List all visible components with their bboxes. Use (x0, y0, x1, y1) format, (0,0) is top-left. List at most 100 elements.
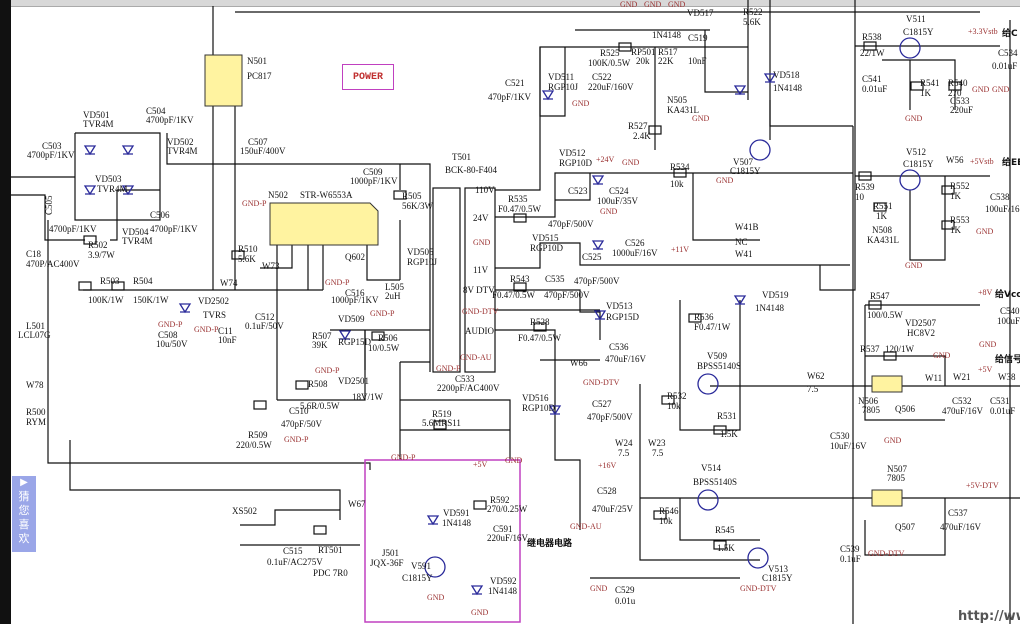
label-110v: 110V (475, 185, 495, 195)
label-5v: +5V (978, 365, 993, 374)
label-ka431l: KA431L (667, 105, 699, 115)
wire (260, 245, 293, 269)
label-v507: V507 (733, 157, 753, 167)
wire (679, 300, 741, 431)
label-n505: N505 (667, 95, 687, 105)
label-r505: R505 (402, 191, 422, 201)
label-11v: 11V (473, 265, 489, 275)
diode-symbol (470, 585, 484, 596)
label-1n4148: 1N4148 (755, 303, 784, 313)
label-v512: V512 (906, 147, 926, 157)
label-r503: R503 (100, 276, 120, 286)
label-11v: +11V (671, 245, 689, 254)
label-7805: 7805 (862, 405, 881, 415)
wire (555, 173, 591, 201)
label-470pf-50v: 470pF/50V (281, 419, 323, 429)
wire (366, 245, 400, 281)
label-20k: 20k (636, 56, 650, 66)
wire (495, 46, 748, 191)
label-1-5k: 1.5K (720, 429, 738, 439)
label-r539: R539 (855, 182, 875, 192)
regulator-n507 (871, 489, 903, 507)
label-5v-dtv: +5V-DTV (966, 481, 999, 490)
label-10u-50v: 10u/50V (156, 339, 188, 349)
label-c505: C505 (44, 195, 54, 215)
label-470pf-500v: 470pF/500V (544, 290, 590, 300)
label-1k: 1K (920, 88, 932, 98)
wire (769, 0, 853, 127)
recommend-widget[interactable]: ▶ 猜您喜欢 (12, 476, 36, 552)
label-5-6k: 5.6K (743, 17, 761, 27)
label-10-0-5w: 10/0.5W (368, 343, 400, 353)
ic-n502 (269, 202, 379, 246)
label-220uf-160v: 220uF/160V (588, 82, 634, 92)
wire (639, 384, 760, 561)
label-vd518: VD518 (773, 70, 800, 80)
label-270: 270 (948, 88, 962, 98)
resistor-symbol (533, 322, 547, 332)
label-1000uf-16v: 1000uF/16V (612, 248, 658, 258)
label-150k-1w: 150K/1W (133, 295, 169, 305)
resistor-symbol (713, 425, 727, 435)
resistor-symbol (513, 213, 527, 223)
label-22-1w: 22/1W (860, 48, 885, 58)
resistor-symbol (513, 282, 527, 292)
label-gnd-p: GND-P (325, 278, 350, 287)
label-1k: 1K (950, 191, 962, 201)
label-2uh: 2uH (385, 291, 401, 301)
wire (240, 509, 340, 526)
label-4700pf-1kv: 4700pF/1KV (150, 224, 198, 234)
label-f0-47-1w: F0.47/1W (694, 322, 731, 332)
label-c534: C534 (998, 48, 1018, 58)
label-1n4148: 1N4148 (488, 586, 517, 596)
label-n507: N507 (887, 464, 907, 474)
label-r506: R506 (378, 333, 398, 343)
label-n508: N508 (872, 225, 892, 235)
label-gnd: GND (644, 0, 662, 9)
label-24v: 24V (473, 213, 489, 223)
label-c1815y: C1815Y (730, 166, 761, 176)
label-gnd-au: GND-AU (460, 353, 492, 362)
label-r509: R509 (248, 430, 268, 440)
label-lcl07g: LCL07G (18, 330, 51, 340)
label-l501: L501 (26, 321, 45, 331)
label-r537: R537 (860, 344, 880, 354)
wire (679, 498, 760, 541)
wire (864, 305, 945, 421)
label-rgp15d: RGP15D (338, 337, 372, 347)
label-c537: C537 (948, 508, 968, 518)
label-0-1uf-50v: 0.1uF/50V (245, 321, 284, 331)
wire (166, 133, 431, 372)
label-gnd-p: GND-P (370, 309, 395, 318)
label-bpss5140s: BPSS5140S (693, 477, 737, 487)
label-120-1w: 120/1W (885, 344, 915, 354)
left-border (0, 0, 11, 624)
label-note: 继电器电路 (527, 537, 573, 549)
label-r502: R502 (88, 240, 108, 250)
transistor-symbol (747, 547, 769, 569)
label-10k: 10k (667, 401, 681, 411)
label-r535: R535 (508, 194, 528, 204)
label-audio: AUDIO (465, 326, 494, 336)
label-c1815y: C1815Y (402, 573, 433, 583)
label-c510: C510 (289, 406, 309, 416)
label-c: 给C (1002, 27, 1018, 39)
label-470pf-500v: 470pF/500V (587, 412, 633, 422)
diode-symbol (83, 145, 97, 156)
label-f0-47-0-5w: F0.47/0.5W (492, 290, 536, 300)
label-gnd-p: GND-P (436, 364, 461, 373)
label-1n4148: 1N4148 (652, 30, 681, 40)
label-470pf-1kv: 470pF/1KV (488, 92, 532, 102)
diode-symbol (591, 175, 605, 186)
label-c529: C529 (615, 585, 635, 595)
label-c503: C503 (42, 141, 62, 151)
label-vd509: VD509 (338, 314, 365, 324)
wire (692, 173, 760, 241)
label-t501: T501 (452, 152, 471, 162)
label-vd505: VD505 (407, 247, 434, 257)
label-gnd: GND (590, 584, 608, 593)
label-3-3vstb: +3.3Vstb (968, 27, 998, 36)
label-rp501: RP501 (631, 47, 656, 57)
label-rym: RYM (26, 417, 46, 427)
diode-symbol (541, 90, 555, 101)
